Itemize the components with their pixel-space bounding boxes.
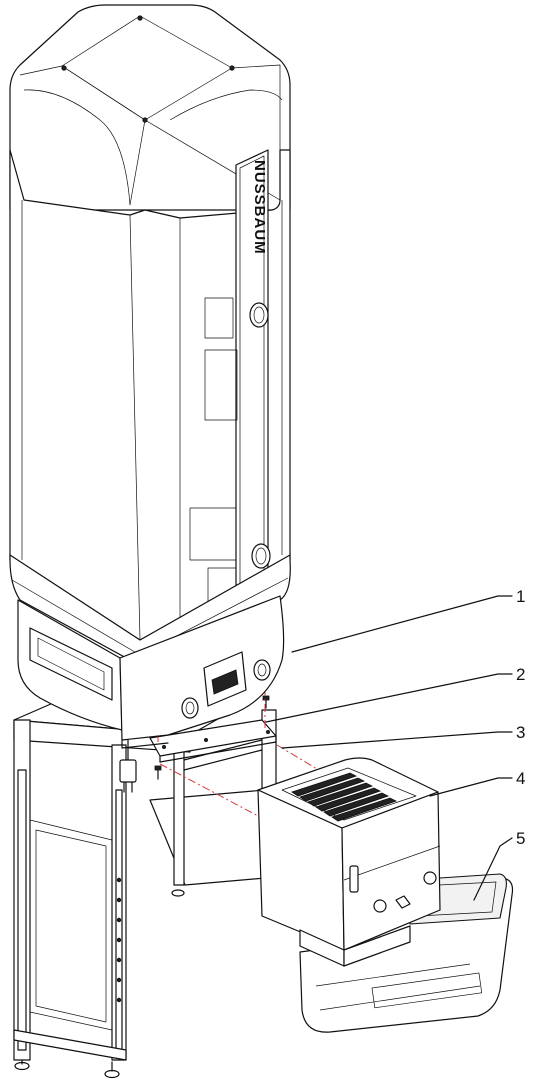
tower-unit: NUSSBAUM — [9, 4, 291, 749]
brand-label: NUSSBAUM — [251, 160, 268, 255]
grill-slats — [291, 772, 398, 822]
base-plate — [299, 873, 514, 1033]
fixing-screws — [154, 695, 270, 780]
mounting-plate — [149, 719, 277, 763]
callout-5: 5 — [516, 829, 525, 848]
callout-3: 3 — [516, 723, 525, 742]
callout-4: 4 — [516, 769, 525, 788]
adjustment-holes — [116, 877, 122, 1003]
box-unit — [257, 757, 441, 967]
callout-2: 2 — [516, 665, 525, 684]
callout-labels: 1 2 3 4 5 — [516, 587, 525, 848]
callout-1: 1 — [516, 587, 525, 606]
callout-leaders — [265, 595, 513, 901]
